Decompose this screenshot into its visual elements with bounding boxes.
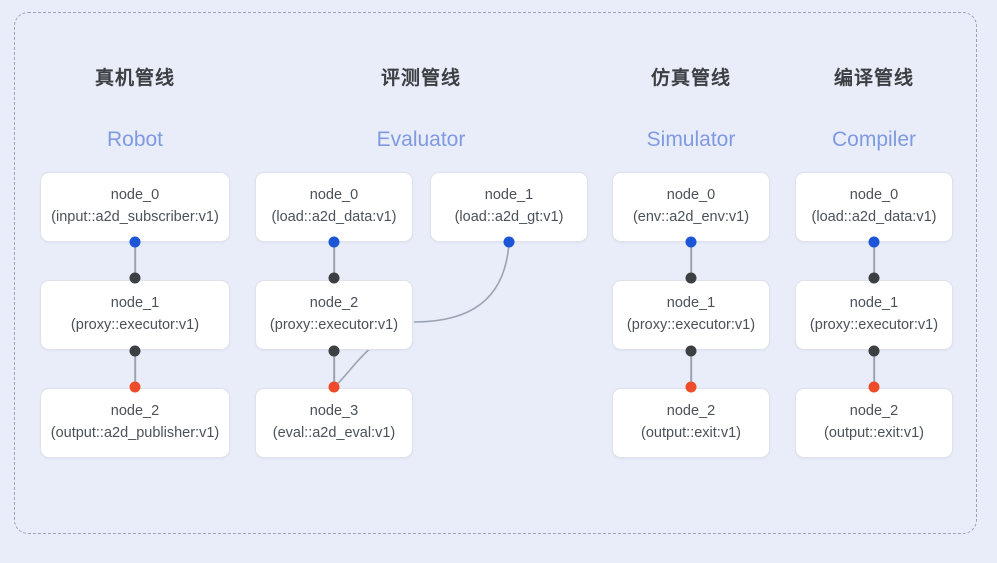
node-simulator-2[interactable]: node_2 (output::exit:v1) xyxy=(612,388,770,458)
node-type: (eval::a2d_eval:v1) xyxy=(272,425,396,441)
edge-robot-1-2 xyxy=(134,351,136,387)
node-type: (input::a2d_subscriber:v1) xyxy=(51,209,219,225)
port-output-evaluator-0[interactable] xyxy=(328,236,340,248)
node-label: node_3 xyxy=(309,403,359,420)
node-label: node_1 xyxy=(484,187,534,204)
node-compiler-0[interactable]: node_0 (load::a2d_data:v1) xyxy=(795,172,953,242)
port-input-evaluator-3[interactable] xyxy=(328,381,340,393)
node-label: node_1 xyxy=(666,295,716,312)
node-type: (load::a2d_data:v1) xyxy=(811,209,937,225)
edge-simulator-0-1 xyxy=(690,242,692,278)
node-robot-1[interactable]: node_1 (proxy::executor:v1) xyxy=(40,280,230,350)
node-type: (proxy::executor:v1) xyxy=(626,317,756,333)
node-label: node_1 xyxy=(849,295,899,312)
node-evaluator-0[interactable]: node_0 (load::a2d_data:v1) xyxy=(255,172,413,242)
port-output-simulator-0[interactable] xyxy=(685,236,697,248)
edge-compiler-1-2 xyxy=(873,351,875,387)
node-label: node_0 xyxy=(110,187,160,204)
node-robot-0[interactable]: node_0 (input::a2d_subscriber:v1) xyxy=(40,172,230,242)
node-label: node_2 xyxy=(110,403,160,420)
edge-evaluator-0-2 xyxy=(333,242,335,278)
node-label: node_2 xyxy=(666,403,716,420)
node-type: (output::a2d_publisher:v1) xyxy=(50,425,220,441)
node-label: node_2 xyxy=(309,295,359,312)
port-output-compiler-0[interactable] xyxy=(868,236,880,248)
node-label: node_2 xyxy=(849,403,899,420)
node-compiler-1[interactable]: node_1 (proxy::executor:v1) xyxy=(795,280,953,350)
node-evaluator-1[interactable]: node_1 (load::a2d_gt:v1) xyxy=(430,172,588,242)
node-label: node_0 xyxy=(666,187,716,204)
port-output-simulator-1[interactable] xyxy=(685,345,697,357)
node-simulator-0[interactable]: node_0 (env::a2d_env:v1) xyxy=(612,172,770,242)
node-label: node_0 xyxy=(849,187,899,204)
port-output-robot-0[interactable] xyxy=(129,236,141,248)
edge-compiler-0-1 xyxy=(873,242,875,278)
port-input-evaluator-2[interactable] xyxy=(328,272,340,284)
node-type: (env::a2d_env:v1) xyxy=(632,209,750,225)
port-output-evaluator-1[interactable] xyxy=(503,236,515,248)
port-input-compiler-1[interactable] xyxy=(868,272,880,284)
port-output-compiler-1[interactable] xyxy=(868,345,880,357)
edge-robot-0-1 xyxy=(134,242,136,278)
node-type: (output::exit:v1) xyxy=(824,425,924,441)
node-evaluator-3[interactable]: node_3 (eval::a2d_eval:v1) xyxy=(255,388,413,458)
node-type: (proxy::executor:v1) xyxy=(70,317,200,333)
node-type: (load::a2d_gt:v1) xyxy=(454,209,564,225)
node-compiler-2[interactable]: node_2 (output::exit:v1) xyxy=(795,388,953,458)
node-evaluator-2[interactable]: node_2 (proxy::executor:v1) xyxy=(255,280,413,350)
port-input-simulator-2[interactable] xyxy=(685,381,697,393)
node-simulator-1[interactable]: node_1 (proxy::executor:v1) xyxy=(612,280,770,350)
node-robot-2[interactable]: node_2 (output::a2d_publisher:v1) xyxy=(40,388,230,458)
edge-simulator-1-2 xyxy=(690,351,692,387)
node-label: node_1 xyxy=(110,295,160,312)
node-type: (proxy::executor:v1) xyxy=(809,317,939,333)
port-input-simulator-1[interactable] xyxy=(685,272,697,284)
port-input-robot-1[interactable] xyxy=(129,272,141,284)
pipeline-group-frame xyxy=(14,12,977,534)
port-output-evaluator-2[interactable] xyxy=(328,345,340,357)
port-output-robot-1[interactable] xyxy=(129,345,141,357)
node-type: (load::a2d_data:v1) xyxy=(271,209,397,225)
port-input-compiler-2[interactable] xyxy=(868,381,880,393)
port-input-robot-2[interactable] xyxy=(129,381,141,393)
node-label: node_0 xyxy=(309,187,359,204)
node-type: (proxy::executor:v1) xyxy=(269,317,399,333)
node-type: (output::exit:v1) xyxy=(641,425,741,441)
